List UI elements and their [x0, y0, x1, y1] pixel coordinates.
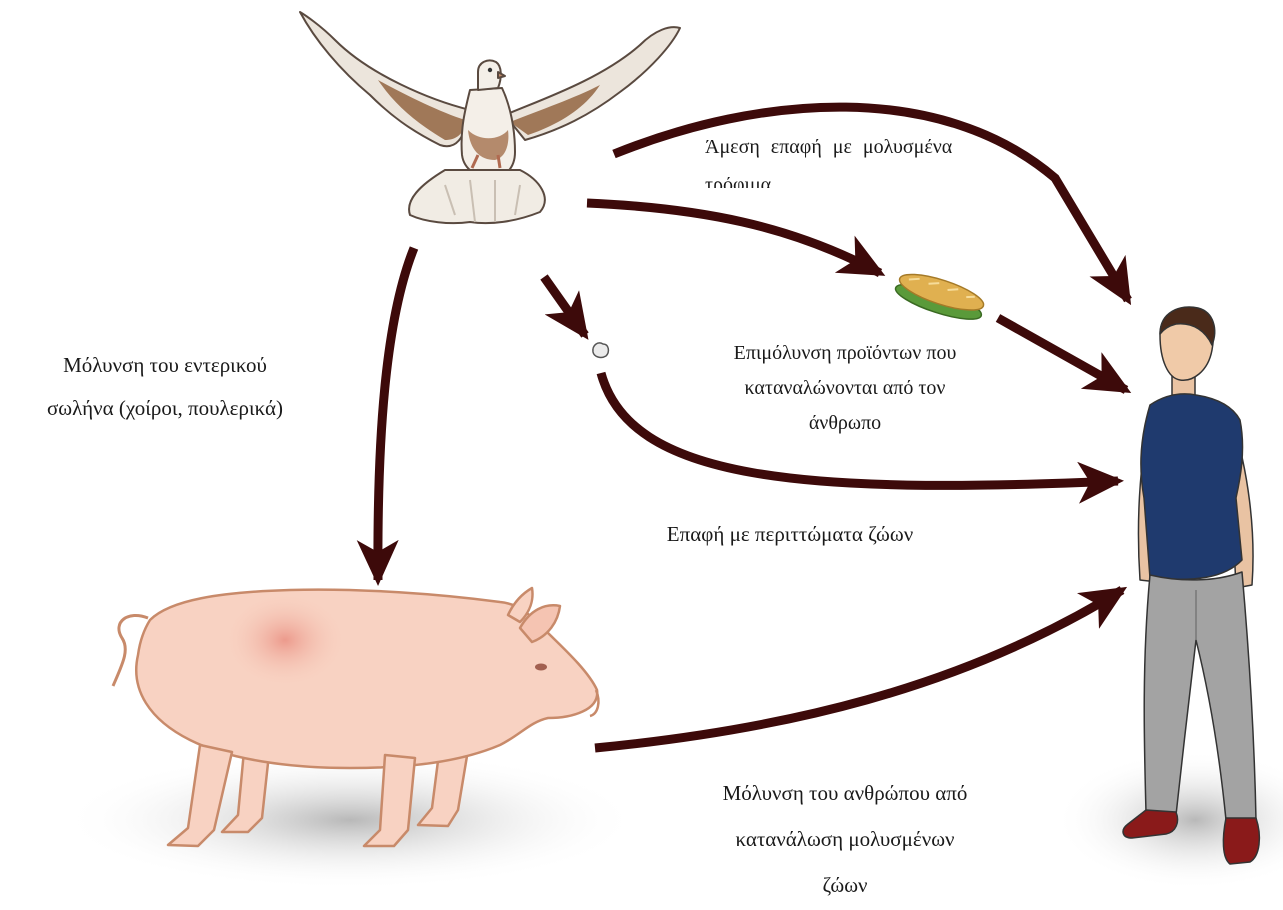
- arrow-bird-to-pig: [378, 248, 414, 580]
- label-feces-contact: Επαφή με περιττώματα ζώων: [600, 517, 980, 552]
- label-intestinal-infection: Μόλυνση του εντερικού σωλήνα (χοίροι, πο…: [0, 344, 330, 430]
- label-product-contamination-line-3: άνθρωπο: [700, 406, 990, 441]
- label-intestinal-infection-line-1: Μόλυνση του εντερικού: [0, 344, 330, 387]
- arrow-bird-to-food: [587, 203, 880, 273]
- label-direct-contact-line-2: τρόφιμα: [705, 166, 1035, 188]
- label-intestinal-infection-line-2: σωλήνα (χοίροι, πουλερικά): [0, 387, 330, 430]
- label-human-infection-line-1: Μόλυνση του ανθρώπου από: [665, 770, 1025, 816]
- label-product-contamination-line-2: καταναλώνονται από τον: [700, 371, 990, 406]
- label-direct-contact-line-1: Άμεση επαφή με μολυσμένα: [705, 128, 1035, 166]
- label-human-infection-line-2: κατανάλωση μολυσμένων: [665, 816, 1025, 862]
- label-product-contamination-line-1: Επιμόλυνση προϊόντων που: [700, 336, 990, 371]
- arrow-food-to-human: [998, 318, 1126, 390]
- label-product-contamination: Επιμόλυνση προϊόντων που καταναλώνονται …: [700, 336, 990, 441]
- food-sandwich-icon: [892, 267, 988, 326]
- label-human-infection: Μόλυνση του ανθρώπου από κατανάλωση μολυ…: [665, 770, 1025, 908]
- arrow-bird-to-droppings: [544, 277, 585, 335]
- human-shirt: [1141, 394, 1243, 580]
- pig-shadow: [60, 750, 640, 890]
- human-shoe-right: [1223, 818, 1259, 864]
- arrow-pig-to-human: [595, 590, 1122, 748]
- label-direct-contact: Άμεση επαφή με μολυσμένα τρόφιμα: [705, 128, 1035, 188]
- bird-tail: [409, 170, 545, 223]
- label-human-infection-line-3: ζώων: [665, 862, 1025, 908]
- bird-illustration: [300, 12, 680, 223]
- animal-droppings-icon: [593, 343, 609, 357]
